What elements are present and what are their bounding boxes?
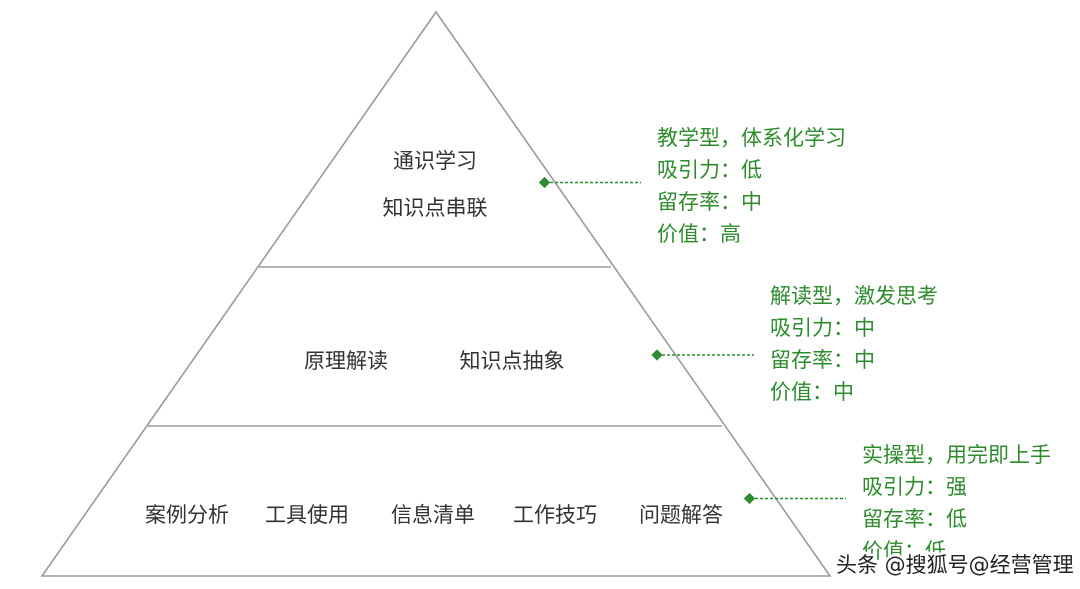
bottom-layer-annotation: 实操型，用完即上手 吸引力：强 留存率：低 价值：低 (862, 443, 1051, 563)
watermark-text: 头条 @搜狐号@经营管理 (836, 553, 1074, 577)
bottom-connector-diamond-marker (743, 492, 756, 505)
top-annotation-line-4: 价值：高 (657, 222, 741, 246)
top-layer-label-2: 知识点串联 (383, 196, 488, 220)
bottom-layer-label-4: 工作技巧 (513, 503, 597, 527)
middle-layer-label-2: 知识点抽象 (460, 349, 565, 373)
middle-connector-diamond-marker (651, 349, 663, 361)
top-connector-diamond-marker (538, 176, 551, 189)
watermark-shadow: 头条 @搜狐号@经营管理 (836, 553, 1074, 577)
top-annotation-line-3: 留存率：中 (657, 190, 762, 214)
middle-annotation-line-3: 留存率：中 (770, 348, 875, 372)
middle-layer-annotation: 解读型，激发思考 吸引力：中 留存率：中 价值：中 (770, 284, 938, 404)
middle-layer-connector (651, 349, 754, 361)
bottom-layer-connector (743, 492, 846, 505)
top-annotation-line-2: 吸引力：低 (657, 158, 762, 182)
top-layer-connector (538, 176, 641, 189)
middle-layer-label-1: 原理解读 (304, 349, 388, 373)
bottom-annotation-line-2: 吸引力：强 (862, 475, 967, 499)
bottom-annotation-line-4: 价值：低 (862, 539, 946, 563)
bottom-annotation-line-1: 实操型，用完即上手 (862, 443, 1051, 467)
middle-annotation-line-1: 解读型，激发思考 (770, 284, 938, 308)
bottom-layer-label-3: 信息清单 (391, 503, 475, 527)
top-annotation-line-1: 教学型，体系化学习 (657, 126, 846, 150)
pyramid-outline (40, 10, 832, 577)
middle-annotation-line-4: 价值：中 (770, 380, 854, 404)
top-layer-label-1: 通识学习 (393, 149, 477, 173)
bottom-layer-label-5: 问题解答 (639, 503, 723, 527)
bottom-layer-label-1: 案例分析 (145, 503, 229, 527)
bottom-layer-label-2: 工具使用 (265, 503, 349, 527)
top-layer-annotation: 教学型，体系化学习 吸引力：低 留存率：中 价值：高 (657, 126, 846, 246)
middle-annotation-line-2: 吸引力：中 (770, 316, 875, 340)
bottom-annotation-line-3: 留存率：低 (862, 507, 967, 531)
